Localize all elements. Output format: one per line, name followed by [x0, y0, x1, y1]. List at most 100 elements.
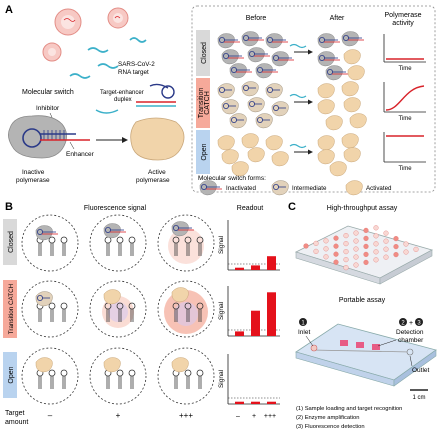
plate-well [323, 238, 329, 244]
row-label-transition-line2: CATCH [204, 91, 211, 115]
detection-plus: + [409, 320, 413, 327]
plate-well [403, 241, 409, 247]
fluorescence-glow [102, 228, 208, 334]
readout-bar [235, 331, 244, 336]
col-header-before: Before [246, 15, 267, 22]
active-polymerase-shape [130, 117, 185, 161]
b-row-transition: Transition CATCH [8, 283, 15, 334]
plate-well [373, 241, 379, 247]
closed-arrowhead [308, 49, 313, 55]
legend-inactivated: Inactivated [226, 185, 256, 192]
inlet-number-badge [299, 318, 307, 326]
plate-well [363, 227, 369, 233]
plate-well [363, 259, 369, 265]
panel-a-letter: A [5, 4, 13, 16]
plate-well [373, 257, 379, 263]
detection-number-badge-a [399, 318, 407, 326]
rna-fragments [69, 37, 147, 79]
well-plate [294, 225, 434, 285]
hts-title: High-throughput assay [327, 205, 398, 212]
plate-well [393, 236, 399, 242]
plate-well [363, 251, 369, 257]
readout-title: Readout [237, 205, 264, 212]
enhancer-pointer [69, 141, 75, 150]
plate-well [343, 233, 349, 239]
legend-inactivated-icon [199, 180, 223, 196]
detection-pointer [377, 339, 397, 347]
panel-c-letter: C [288, 201, 296, 213]
activity-plot-transition [383, 82, 426, 113]
virus-target-label-line1: SARS-CoV-2 [118, 61, 155, 68]
outlet-pointer [409, 355, 413, 367]
plate-well [353, 238, 359, 244]
open-rna [289, 143, 307, 149]
readout-amount-plusplusplus: +++ [264, 413, 276, 420]
microfluidic-chip [295, 323, 437, 387]
b-row-open-box [3, 352, 17, 398]
plate-well [333, 243, 339, 249]
activity-plot-closed [383, 34, 426, 63]
b-row-open: Open [8, 366, 15, 383]
readout-bar [267, 256, 276, 270]
row-label-open-box [196, 130, 210, 174]
fluorescence-wells [21, 214, 215, 405]
step-1: (1) Sample loading and target recognitio… [296, 406, 402, 412]
readout-bar [251, 401, 260, 404]
plate-well [343, 241, 349, 247]
row-label-open: Open [201, 143, 208, 160]
inlet-label: Inlet [298, 329, 310, 336]
plate-well [333, 251, 339, 257]
plate-well [383, 238, 389, 244]
col-header-activity-line2: activity [392, 20, 414, 27]
plate-well [353, 254, 359, 260]
open-before-icons [217, 133, 289, 177]
plate-well [353, 230, 359, 236]
legend-activated-icon [345, 180, 363, 196]
row-label-transition-line1: Transition [198, 88, 205, 119]
inlet-pointer [305, 335, 314, 347]
molecular-switch-label: Molecular switch [22, 89, 74, 96]
readout-bar [235, 267, 244, 270]
amount-none: – [48, 411, 53, 420]
target-amount-label-line1: Target [5, 410, 25, 417]
transition-arrowhead [308, 99, 313, 105]
plate-well [403, 249, 409, 255]
virus-particles [42, 7, 129, 62]
amount-plusplusplus: +++ [179, 411, 193, 420]
target-enhancer-duplex [136, 83, 176, 107]
transition-after-icons [317, 81, 367, 131]
plate-well [373, 249, 379, 255]
plate-well [383, 246, 389, 252]
readout-bar [251, 310, 260, 336]
col-header-after: After [330, 15, 345, 22]
time-label-transition: Time [398, 116, 412, 122]
time-label-closed: Time [398, 66, 412, 72]
active-polymerase-label-line2: polymerase [136, 177, 170, 184]
panel-b-letter: B [5, 201, 13, 213]
closed-before-icons [217, 31, 295, 79]
transition-before-icons [217, 81, 289, 129]
duplex-label-line1: Target-enhancer [100, 90, 144, 96]
row-label-closed-box [196, 30, 210, 76]
scale-label: 1 cm [412, 395, 425, 401]
mechanism-box [191, 5, 436, 193]
detection-label-line2: chamber [398, 337, 424, 344]
readout-bar [235, 401, 244, 404]
step-2: (2) Enzyme amplification [296, 415, 359, 421]
portable-title: Portable assay [339, 297, 386, 304]
legend-intermediate-icon [271, 180, 289, 196]
inlet-number: 1 [301, 321, 305, 327]
inactive-polymerase-label-line2: polymerase [16, 177, 50, 184]
plate-well [393, 244, 399, 250]
readout-bar [251, 265, 260, 270]
row-label-transition-box [196, 78, 210, 128]
detection-number-b: 3 [417, 321, 421, 327]
plate-well [393, 252, 399, 258]
readout-amount-none: – [236, 413, 240, 420]
plate-well [353, 262, 359, 268]
readout-signal-label: Signal [218, 235, 225, 254]
enhancer-label: Enhancer [66, 151, 95, 158]
plate-well [383, 230, 389, 236]
